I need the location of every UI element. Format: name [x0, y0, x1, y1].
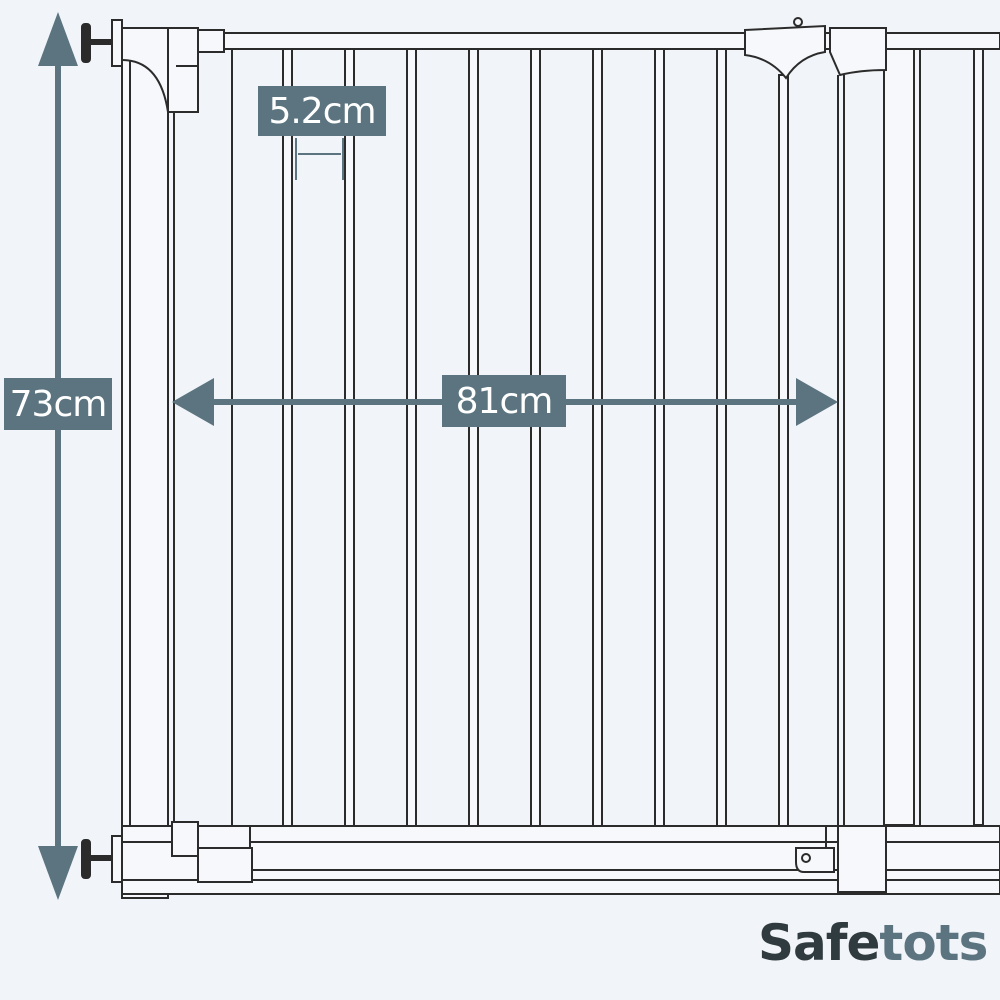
- bar-gap-marker: [295, 138, 344, 180]
- gate-bar: [778, 74, 789, 827]
- gate-bars: [282, 48, 789, 827]
- brand-word-part1: Safe: [758, 914, 880, 972]
- brand-wordmark: Safetots: [758, 914, 988, 972]
- pressure-spindle-icon: [81, 835, 123, 883]
- gate-bar: [406, 48, 417, 827]
- gate-bar: [654, 48, 665, 827]
- gate-door-frame: [167, 49, 845, 826]
- gate-bar: [530, 48, 541, 827]
- brand-word-part2: tots: [879, 914, 988, 972]
- gate-bar: [282, 48, 293, 827]
- gate-bar: [716, 48, 727, 827]
- gate-bar: [592, 48, 603, 827]
- gate-bar: [344, 48, 355, 827]
- gate-latch-icon: [795, 825, 887, 893]
- width-dimension-label: 81cm: [442, 375, 566, 427]
- gate-bar: [468, 48, 479, 827]
- bar-gap-dimension-label: 5.2cm: [258, 86, 386, 136]
- bottom-left-hinge: [171, 821, 253, 883]
- right-frame-post: [883, 48, 984, 826]
- height-arrow-icon: [38, 12, 78, 900]
- top-latch-housing: [744, 17, 887, 80]
- top-left-hinge: [167, 27, 225, 113]
- pressure-spindle-icon: [81, 19, 123, 67]
- height-dimension-label: 73cm: [4, 378, 112, 430]
- brand-logo: Safetots: [758, 908, 990, 988]
- left-frame-post: [121, 27, 169, 899]
